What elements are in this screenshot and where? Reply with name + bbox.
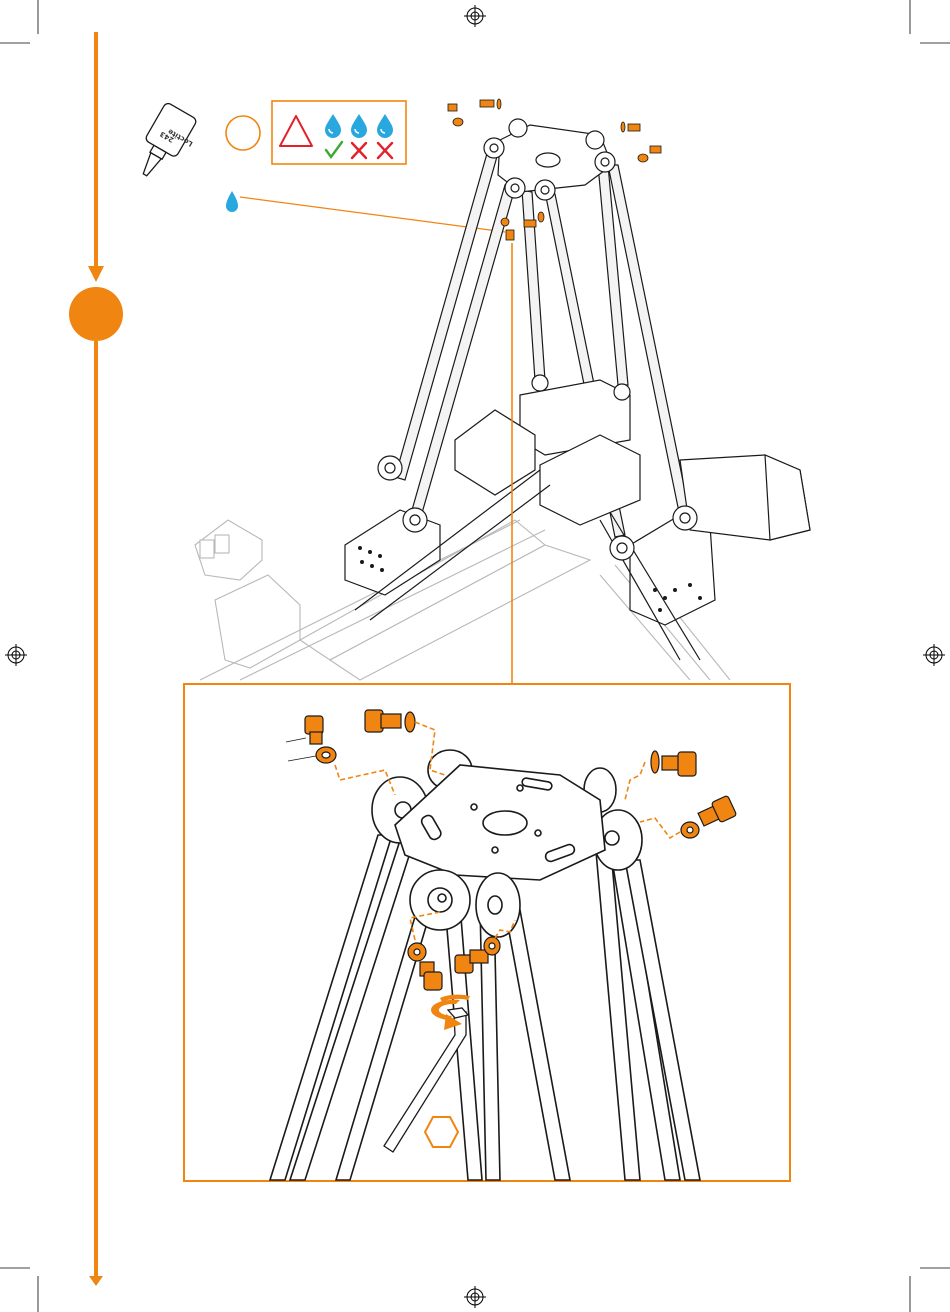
step-rail xyxy=(69,32,123,1286)
orange-step-circle-icon xyxy=(69,287,123,341)
drop-icon xyxy=(377,114,393,138)
glue-panel: Loctite 243 xyxy=(129,101,505,232)
empty-circle-icon xyxy=(226,116,260,150)
down-arrow-icon xyxy=(89,1276,103,1286)
cross-icon xyxy=(352,143,366,158)
drop-icon xyxy=(226,191,238,212)
washer-bottom-right xyxy=(484,937,500,955)
crosshair-icon xyxy=(923,644,945,666)
glue-bottle-icon: Loctite 243 xyxy=(129,102,204,188)
washer-right-1 xyxy=(651,751,659,773)
washer-top-left xyxy=(316,747,336,763)
crosshair-icon xyxy=(464,1286,486,1308)
washer-right-2 xyxy=(681,822,699,838)
glue-leader-line xyxy=(240,197,505,232)
hexagon-icon xyxy=(425,1117,458,1147)
check-icon xyxy=(326,142,342,157)
crosshair-icon xyxy=(464,5,486,27)
cross-icon xyxy=(378,143,392,158)
down-arrow-icon xyxy=(88,266,104,282)
crosshair-icon xyxy=(5,644,27,666)
warning-triangle-icon xyxy=(280,116,312,146)
drop-icon xyxy=(351,114,367,138)
washer-bottom-left xyxy=(408,943,426,961)
drop-icon xyxy=(325,114,341,138)
washer-top-center xyxy=(405,712,415,732)
